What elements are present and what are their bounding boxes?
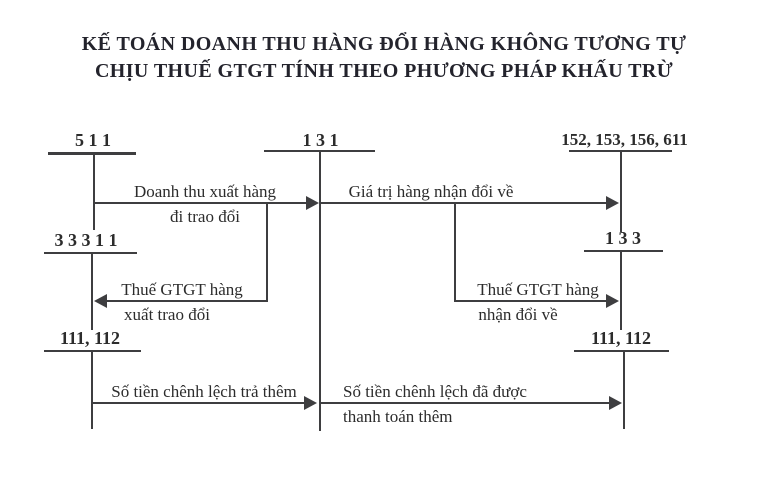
flow-extra-received-label-line2: thanh toán thêm (343, 407, 453, 426)
account-111-112-right-top-line (574, 350, 669, 352)
flow-revenue-out-label-line1: Doanh thu xuất hàng (133, 182, 277, 201)
diagram-title-line-1: KẾ TOÁN DOANH THU HÀNG ĐỔI HÀNG KHÔNG TƯ… (81, 33, 687, 55)
flow-extra-received-label-line1: Số tiền chênh lệch đã được (343, 382, 527, 401)
flow-revenue-out-label-line2: đi trao đổi (170, 207, 240, 226)
account-131-stem-line (319, 150, 321, 431)
account-511-top-line (48, 152, 136, 155)
account-111-112-right-label: 111, 112 (590, 328, 652, 348)
account-111-112-left-stem-line (91, 350, 93, 429)
account-33311-label: 3 3 3 1 1 (54, 230, 118, 250)
account-133-top-line (584, 250, 663, 252)
account-33311-stem-line (91, 252, 93, 330)
flow-vat-in-arrowhead-icon (606, 294, 619, 308)
flow-vat-in-label-line1: Thuế GTGT hàng (477, 280, 599, 299)
account-511-label: 5 1 1 (75, 130, 111, 150)
flow-extra-received-arrowhead-icon (609, 396, 622, 410)
account-152-153-156-611-label: 152, 153, 156, 611 (561, 130, 688, 149)
account-33311-top-line (44, 252, 137, 254)
flow-vat-in-branch-line (454, 203, 456, 302)
account-133-label: 1 3 3 (605, 228, 641, 248)
account-111-112-left-label: 111, 112 (59, 328, 121, 348)
flow-goods-received-arrow-line (321, 202, 608, 204)
flow-extra-paid-arrowhead-icon (304, 396, 317, 410)
flow-goods-received-label-line1: Giá trị hàng nhận đổi về (348, 182, 514, 201)
account-131-label: 1 3 1 (302, 130, 339, 150)
account-111-112-right-stem-line (623, 350, 625, 429)
flow-vat-out-arrow-line (106, 300, 268, 302)
flow-vat-out-label-line1: Thuế GTGT hàng (121, 280, 243, 299)
account-152-153-156-611-stem-line (620, 150, 622, 232)
flow-vat-in-label-line2: nhận đổi về (478, 305, 558, 324)
flow-vat-out-arrowhead-icon (94, 294, 107, 308)
account-511-stem-line (93, 152, 95, 230)
flow-extra-received-arrow-line (321, 402, 610, 404)
flow-revenue-out-arrow-line (95, 202, 306, 204)
flow-extra-paid-label-line1: Số tiền chênh lệch trả thêm (111, 382, 297, 401)
flow-revenue-out-arrowhead-icon (306, 196, 319, 210)
diagram-title-line-2: CHỊU THUẾ GTGT TÍNH THEO PHƯƠNG PHÁP KHẤ… (94, 60, 674, 82)
flow-vat-out-branch-line (266, 203, 268, 302)
flow-extra-paid-arrow-line (92, 402, 305, 404)
flow-vat-in-arrow-line (454, 300, 607, 302)
flow-vat-out-label-line2: xuất trao đổi (124, 305, 210, 324)
account-133-stem-line (620, 250, 622, 330)
flow-goods-received-arrowhead-icon (606, 196, 619, 210)
